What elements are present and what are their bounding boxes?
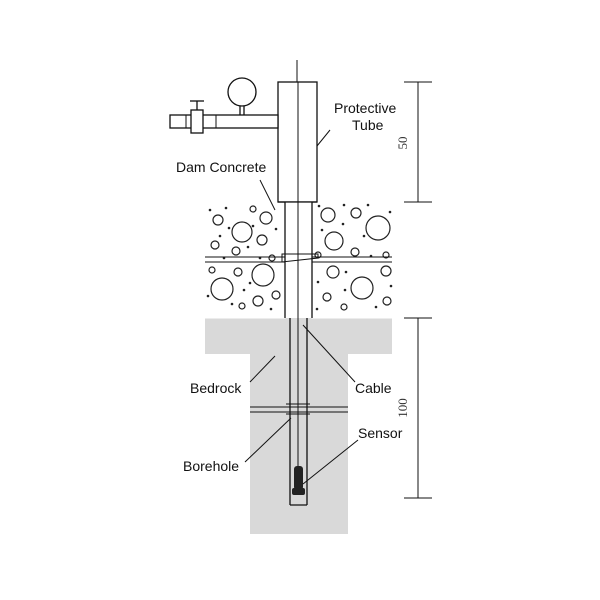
sensor-icon: [292, 466, 305, 495]
label-dam-concrete: Dam Concrete: [176, 159, 266, 175]
leader-lines: [244, 129, 359, 485]
label-cable: Cable: [355, 380, 392, 396]
cable: [281, 82, 319, 468]
valve-icon: [190, 100, 204, 134]
dimension-upper: 50: [395, 81, 432, 203]
label-sensor: Sensor: [358, 425, 403, 441]
rock-joint: [250, 406, 348, 413]
dimension-lower: 100: [395, 317, 432, 499]
concrete-aggregate: [206, 203, 393, 311]
borehole: [289, 318, 308, 506]
label-bedrock: Bedrock: [190, 380, 242, 396]
label-protective-tube-line2: Tube: [352, 117, 384, 133]
dimension-lower-value: 100: [395, 398, 410, 418]
label-borehole: Borehole: [183, 458, 239, 474]
label-protective-tube-line1: Protective: [334, 100, 396, 116]
pipe-assembly: [169, 114, 279, 129]
dimension-upper-value: 50: [395, 137, 410, 150]
pressure-gauge-icon: [227, 77, 257, 115]
